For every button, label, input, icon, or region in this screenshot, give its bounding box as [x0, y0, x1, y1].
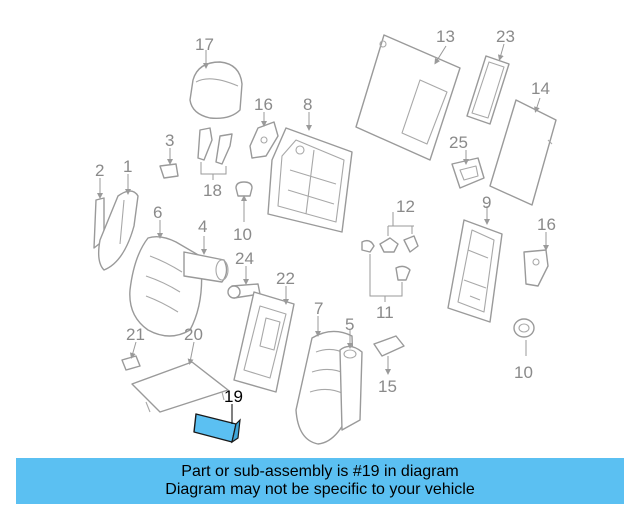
parts-diagram: 17 13 23 16 8 14 3 2 1 25 18 6 4 10 12 9… [93, 27, 557, 445]
callout-16-upper: 16 [254, 95, 273, 114]
armrest-part-4[interactable] [183, 236, 229, 283]
headrest-part-17[interactable] [189, 50, 243, 120]
callout-12: 12 [396, 197, 415, 216]
callout-4: 4 [198, 217, 207, 236]
callout-20: 20 [184, 325, 203, 344]
back-cover-part-22[interactable] [233, 286, 295, 393]
seat-frame-part-8[interactable] [267, 112, 353, 233]
bolster-part-1[interactable] [97, 174, 139, 271]
callout-10-lower: 10 [514, 363, 533, 382]
info-banner: Part or sub-assembly is #19 in diagram D… [16, 458, 624, 504]
callout-11: 11 [376, 303, 394, 322]
callout-9: 9 [482, 193, 491, 212]
callout-7: 7 [314, 299, 323, 318]
grommet-part-10-lower[interactable] [513, 318, 535, 356]
callout-14: 14 [531, 79, 550, 98]
callout-8: 8 [303, 95, 312, 114]
side-panel-part-14[interactable] [489, 97, 557, 206]
callout-10-upper: 10 [233, 225, 252, 244]
callout-2: 2 [95, 161, 104, 180]
bracket-part-16-lower[interactable] [523, 232, 549, 287]
bolt-part-21[interactable] [121, 341, 141, 371]
banner-line-1: Part or sub-assembly is #19 in diagram [181, 463, 459, 480]
rear-frame-part-9[interactable] [447, 206, 503, 323]
callout-24: 24 [235, 249, 254, 268]
pad-part-23[interactable] [466, 43, 510, 125]
callout-3: 3 [165, 131, 174, 150]
cushion-part-5[interactable] [339, 330, 363, 431]
callout-17: 17 [195, 35, 214, 54]
callout-6: 6 [153, 203, 162, 222]
callout-21: 21 [126, 325, 145, 344]
latch-part-25[interactable] [451, 150, 485, 189]
callout-15: 15 [378, 377, 397, 396]
callout-19: 19 [224, 387, 243, 406]
bracket-part-16-upper[interactable] [249, 112, 279, 159]
callout-18: 18 [203, 181, 222, 200]
callout-16-lower: 16 [537, 215, 556, 234]
seat-back-part-6[interactable] [129, 220, 203, 337]
clip-part-3[interactable] [159, 148, 179, 179]
seat-cushion-part-20[interactable] [131, 341, 229, 413]
back-panel-part-13[interactable] [355, 34, 461, 161]
bracket-part-15[interactable] [373, 335, 405, 375]
highlighted-part-19[interactable] [193, 404, 241, 444]
fasteners-part-12[interactable] [361, 212, 419, 253]
grommet-part-10-upper[interactable] [235, 181, 253, 222]
banner-line-2: Diagram may not be specific to your vehi… [165, 481, 475, 498]
callout-22: 22 [276, 269, 295, 288]
fasteners-part-11[interactable] [369, 254, 411, 302]
callout-5: 5 [345, 315, 354, 334]
callout-labels: 17 13 23 16 8 14 3 2 1 25 18 6 4 10 12 9… [95, 27, 556, 406]
pins-part-18[interactable] [197, 127, 233, 180]
callout-1: 1 [123, 157, 132, 176]
callout-13: 13 [436, 27, 455, 46]
callout-25: 25 [449, 133, 468, 152]
callout-23: 23 [496, 27, 515, 46]
